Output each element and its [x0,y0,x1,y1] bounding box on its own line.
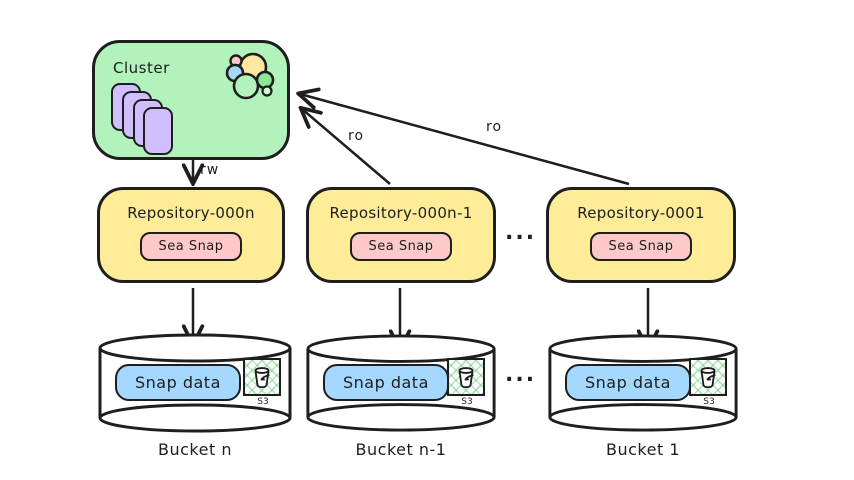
bucket-cylinder-n: Snap data S3 [95,332,295,434]
bucket-label: Bucket 1 [606,440,680,459]
repository-label: Repository-000n [127,204,255,222]
s3-bucket-glyph [689,358,727,396]
elastic-cluster-icon [225,52,275,100]
repository-box-0001: Repository-0001 Sea Snap [546,187,736,283]
repository-box-000n: Repository-000n Sea Snap [97,187,285,283]
repository-label: Repository-000n-1 [329,204,473,222]
cluster-box: Cluster [92,40,290,160]
repositories-ellipsis: ... [505,220,537,245]
bucket-label: Bucket n [158,440,232,459]
s3-bucket-icon: S3 [689,358,729,407]
snap-data-badge: Snap data [115,364,241,401]
s3-icon-label: S3 [257,397,269,407]
node-stack-icon [111,83,185,159]
rw-arrow-label: rw [200,162,220,178]
s3-bucket-icon: S3 [243,358,283,407]
sea-snap-badge: Sea Snap [590,232,692,261]
sea-snap-badge: Sea Snap [140,232,242,261]
repository-box-000n-1: Repository-000n-1 Sea Snap [306,187,496,283]
ro-arrow-1 [302,109,391,185]
s3-bucket-icon: S3 [447,358,487,407]
bucket-cylinder-n-1: Snap data S3 [303,332,499,434]
ro-arrow-label-1: ro [348,128,365,144]
repository-label: Repository-0001 [577,204,705,222]
node-card-icon [143,107,173,155]
s3-icon-label: S3 [703,397,715,407]
bucket-cylinder-1: Snap data S3 [545,332,741,434]
s3-bucket-glyph [243,358,281,396]
s3-bucket-glyph [447,358,485,396]
ro-arrow-label-2: ro [486,119,503,135]
snap-data-badge: Snap data [323,364,449,401]
s3-icon-label: S3 [461,397,473,407]
sea-snap-badge: Sea Snap [350,232,452,261]
snap-data-badge: Snap data [565,364,691,401]
buckets-ellipsis: ... [505,362,537,387]
bucket-label: Bucket n-1 [355,440,447,459]
cluster-label: Cluster [113,59,170,77]
